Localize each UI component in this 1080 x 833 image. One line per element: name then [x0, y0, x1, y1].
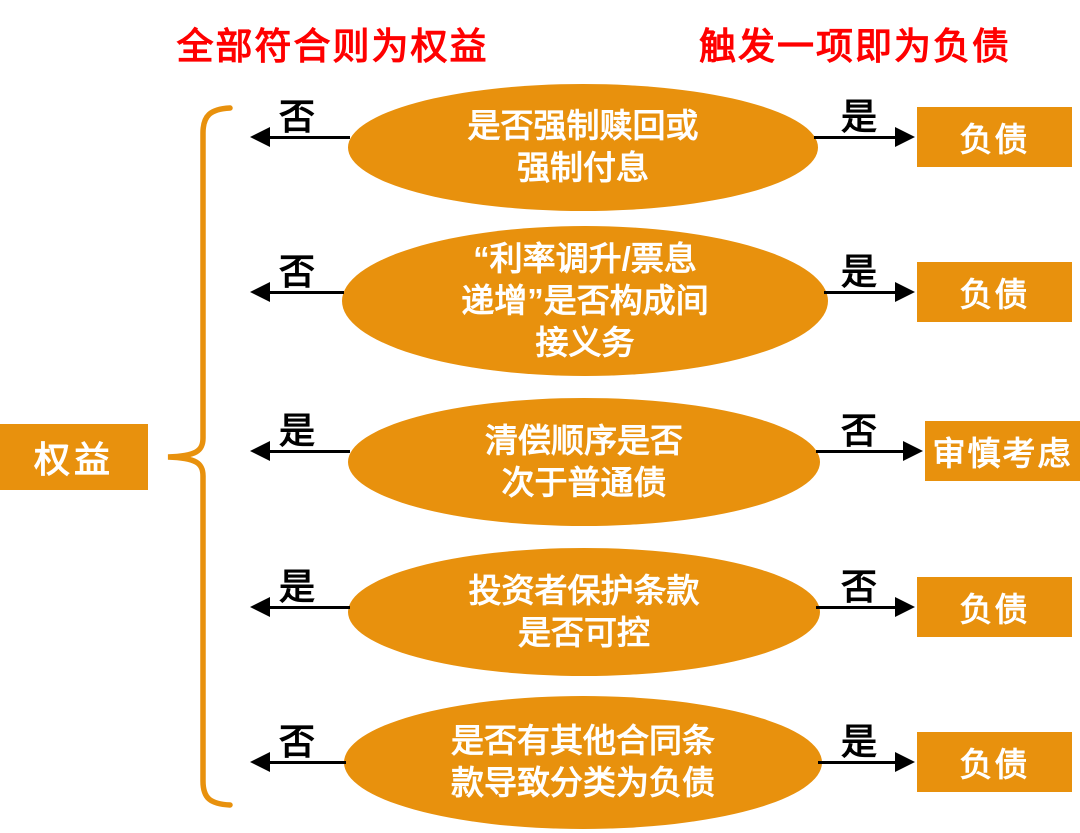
question-line: “利率调升/票息 [473, 239, 697, 277]
left-answer-label: 否 [278, 721, 315, 762]
right-answer-label: 否 [840, 566, 877, 607]
result-label: 负债 [959, 276, 1030, 313]
question-line: 清偿顺序是否 [485, 421, 683, 459]
arrow-right [818, 751, 915, 772]
result-label: 负债 [959, 746, 1030, 783]
arrow-left [250, 751, 346, 772]
result-label: 负债 [959, 591, 1030, 628]
result-box: 负债 [917, 262, 1072, 322]
left-answer-label: 是 [278, 410, 315, 451]
result-label: 审慎考虑 [932, 435, 1073, 472]
equity-box: 权益 [0, 424, 148, 490]
question-line: 投资者保护条款 [468, 571, 700, 609]
arrow-left [250, 596, 350, 617]
question-line: 强制付息 [517, 149, 649, 186]
question-line: 是否强制赎回或 [467, 106, 699, 144]
question-line: 款导致分类为负债 [451, 764, 715, 801]
right-answer-label: 是 [840, 96, 877, 137]
equity-box-label: 权益 [33, 439, 114, 480]
question-line: 是否可控 [518, 614, 650, 651]
left-answer-label: 是 [278, 566, 315, 607]
question-ellipse: 是否强制赎回或强制付息 [348, 83, 818, 211]
question-ellipse: 清偿顺序是否次于普通债 [348, 398, 820, 526]
arrow-right [824, 281, 915, 302]
arrow-left [250, 281, 344, 302]
result-label: 负债 [959, 121, 1030, 158]
question-line: 是否有其他合同条 [451, 721, 715, 759]
arrow-right [816, 596, 915, 617]
result-box: 审慎考虑 [925, 421, 1080, 481]
question-line: 次于普通债 [501, 464, 667, 501]
question-line: 递增”是否构成间 [461, 281, 709, 319]
right-answer-label: 是 [840, 251, 877, 292]
liability-rule-header: 触发一项即为负债 [699, 26, 1011, 67]
equity-rule-header: 全部符合则为权益 [176, 26, 489, 67]
result-box: 负债 [917, 577, 1072, 637]
arrow-right [814, 126, 915, 147]
question-line: 接义务 [535, 324, 635, 362]
left-answer-label: 否 [278, 251, 315, 292]
right-answer-label: 是 [840, 721, 877, 762]
question-ellipse: 是否有其他合同条款导致分类为负债 [344, 695, 822, 829]
result-box: 负债 [917, 732, 1072, 792]
arrow-left [250, 440, 350, 461]
result-box: 负债 [917, 107, 1072, 167]
question-ellipse: “利率调升/票息递增”是否构成间接义务 [342, 226, 828, 376]
arrow-left [250, 126, 350, 147]
arrow-right [816, 440, 923, 461]
brace [167, 105, 233, 808]
question-ellipse: 投资者保护条款是否可控 [348, 548, 820, 676]
left-answer-label: 否 [278, 96, 315, 137]
right-answer-label: 否 [840, 410, 877, 451]
